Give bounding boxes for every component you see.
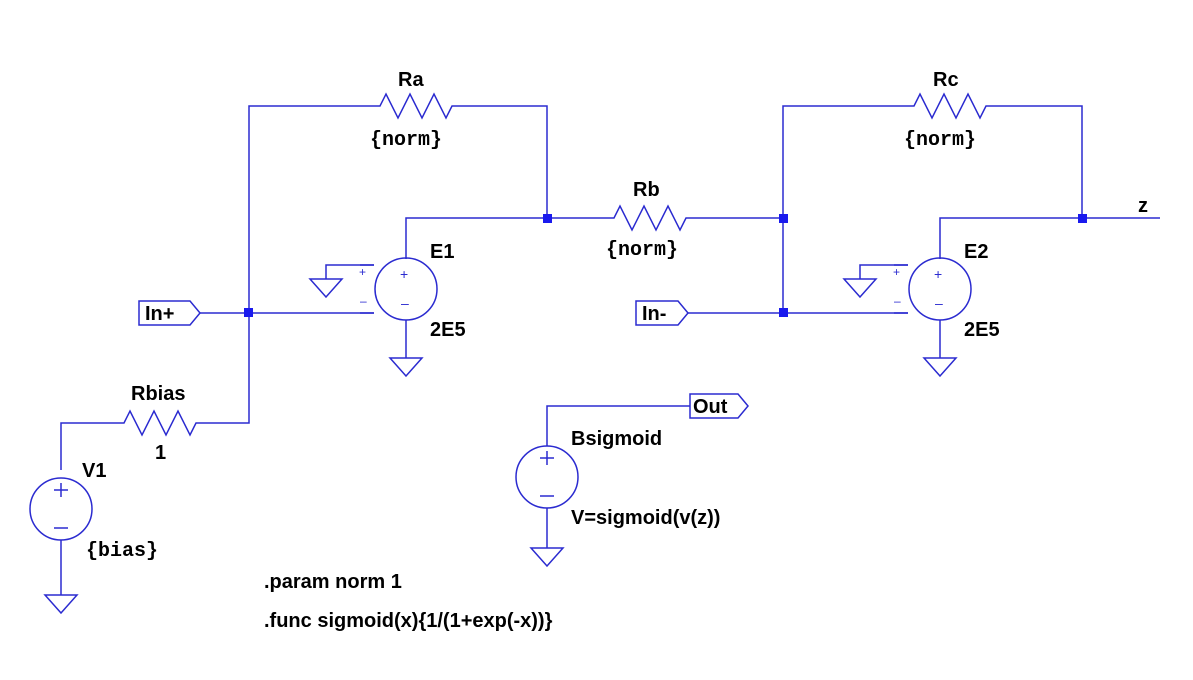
resistor-symbol — [908, 92, 990, 120]
ground-icon — [43, 594, 79, 615]
port-label: In+ — [145, 303, 174, 325]
e2-name: E2 — [964, 241, 988, 263]
wire-ra-left — [248, 105, 374, 313]
input-plus-sign: + — [893, 265, 900, 279]
wire-rbias-left — [60, 422, 118, 470]
junction-dot — [244, 308, 253, 317]
wire-rc-left — [782, 105, 908, 313]
v1-name: V1 — [82, 460, 106, 482]
voltage-source-v1[interactable] — [29, 477, 93, 595]
rb-value: {norm} — [606, 239, 678, 262]
behavioral-source-bsigmoid[interactable] — [515, 445, 579, 548]
junctions — [244, 214, 1087, 317]
component-labels: Ra {norm} Rb {norm} Rc {norm} Rbias 1 E1… — [82, 69, 1148, 563]
resistor-ra[interactable] — [374, 92, 456, 120]
e2-value: 2E5 — [964, 319, 1000, 341]
wire-e1-plus-gnd — [325, 264, 374, 279]
ground-icon — [308, 278, 344, 299]
ground-icon — [388, 357, 424, 378]
rb-name: Rb — [633, 179, 660, 201]
wire-ra-right — [456, 105, 548, 218]
rc-value: {norm} — [904, 129, 976, 152]
output-plus-sign: + — [934, 266, 942, 282]
port-flag — [138, 300, 201, 326]
net-label-z: z — [1138, 195, 1148, 217]
directive-func[interactable]: .func sigmoid(x){1/(1+exp(-x))} — [264, 610, 553, 632]
junction-dot — [779, 308, 788, 317]
vcvs-e1[interactable]: + – + – — [359, 257, 438, 358]
ground-icon — [529, 547, 565, 568]
rbias-value: 1 — [155, 442, 166, 464]
output-plus-sign: + — [400, 266, 408, 282]
ground-icon — [842, 278, 878, 299]
port-label: In- — [642, 303, 666, 325]
v1-value: {bias} — [86, 540, 158, 563]
input-minus-sign: – — [360, 294, 367, 308]
vcvs-e2[interactable]: + – + – — [893, 257, 972, 358]
bsigmoid-value: V=sigmoid(v(z)) — [571, 507, 720, 529]
wires — [60, 105, 1160, 470]
directive-param[interactable]: .param norm 1 — [264, 571, 402, 593]
ra-value: {norm} — [370, 129, 442, 152]
junction-dot — [543, 214, 552, 223]
ra-name: Ra — [398, 69, 424, 91]
ground-icon — [922, 357, 958, 378]
port-out[interactable]: Out — [689, 393, 749, 419]
port-in-minus[interactable]: In- — [635, 300, 689, 326]
resistor-rbias[interactable] — [118, 409, 198, 437]
resistor-symbol — [608, 204, 690, 232]
wire-e1-out — [405, 217, 608, 259]
ground-symbols — [43, 278, 958, 615]
e1-value: 2E5 — [430, 319, 466, 341]
wire-bsig-out — [546, 405, 692, 446]
resistor-symbol — [118, 409, 198, 437]
port-flag — [635, 300, 689, 326]
output-minus-sign: – — [401, 295, 409, 311]
resistor-rc[interactable] — [908, 92, 990, 120]
input-minus-sign: – — [894, 294, 901, 308]
wire-e2-plus-gnd — [859, 264, 908, 279]
resistor-symbol — [374, 92, 456, 120]
port-label: Out — [693, 396, 728, 418]
wire-rc-right — [990, 105, 1083, 218]
wire-rbias-right — [198, 313, 250, 424]
junction-dot — [779, 214, 788, 223]
spice-directives: .param norm 1 .func sigmoid(x){1/(1+exp(… — [264, 571, 553, 632]
junction-dot — [1078, 214, 1087, 223]
output-minus-sign: – — [935, 295, 943, 311]
rbias-name: Rbias — [131, 383, 185, 405]
input-plus-sign: + — [359, 265, 366, 279]
port-flag — [689, 393, 749, 419]
rc-name: Rc — [933, 69, 959, 91]
port-in-plus[interactable]: In+ — [138, 300, 201, 326]
e1-name: E1 — [430, 241, 454, 263]
resistor-rb[interactable] — [608, 204, 690, 232]
bsigmoid-name: Bsigmoid — [571, 428, 662, 450]
